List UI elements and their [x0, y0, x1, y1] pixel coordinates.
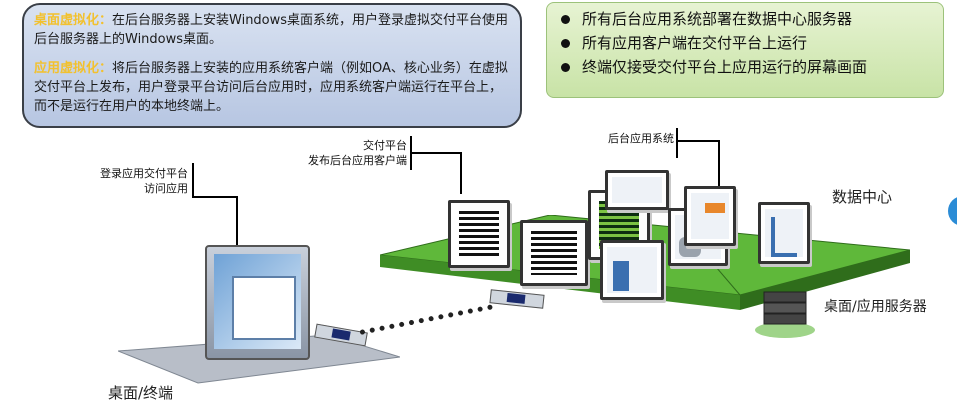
- app-virtualization-paragraph: 应用虚拟化：将后台服务器上安装的应用系统客户端（例如OA、核心业务）在虚拟交付平…: [34, 59, 510, 116]
- bullet-icon: [561, 38, 570, 48]
- login-callout: 登录应用交付平台 访问应用: [70, 166, 188, 196]
- app-window-panel: [758, 202, 810, 264]
- bullet-icon: [561, 62, 570, 72]
- edge-circle-icon: [948, 196, 957, 226]
- feature-text: 所有后台应用系统部署在数据中心服务器: [582, 10, 853, 28]
- login-callout-line2: 访问应用: [144, 182, 188, 195]
- app-window-panel: [448, 200, 510, 268]
- login-callout-line1: 登录应用交付平台: [100, 167, 188, 180]
- backend-callout: 后台应用系统: [608, 132, 674, 145]
- feature-text: 终端仅接受交付平台上应用运行的屏幕画面: [582, 58, 868, 76]
- remote-window-icon: [232, 276, 296, 340]
- app-virtualization-keyword: 应用虚拟化：: [34, 61, 113, 76]
- app-virtualization-text: 将后台服务器上安装的应用系统客户端（例如OA、核心业务）在虚拟交付平台上发布，用…: [34, 61, 508, 114]
- window-block-icon: [613, 261, 629, 291]
- login-callout-leader: [192, 196, 238, 198]
- features-box: 所有后台应用系统部署在数据中心服务器 所有应用客户端在交付平台上运行 终端仅接受…: [546, 2, 944, 98]
- features-list: 所有后台应用系统部署在数据中心服务器 所有应用客户端在交付平台上运行 终端仅接受…: [557, 7, 933, 79]
- datacenter-label: 数据中心: [832, 188, 893, 206]
- app-window-panel: [684, 186, 736, 246]
- feature-item: 终端仅接受交付平台上应用运行的屏幕画面: [557, 55, 933, 79]
- platform-callout-leader: [410, 152, 462, 154]
- login-callout-leader-down: [236, 196, 238, 246]
- app-window-content: [691, 193, 729, 239]
- router-brand: [331, 328, 351, 341]
- chart-icon: [771, 217, 797, 257]
- desktop-virtualization-keyword: 桌面虚拟化：: [34, 13, 113, 28]
- app-window-content: [459, 211, 499, 257]
- app-window-content: [531, 231, 577, 275]
- app-window-panel: [605, 170, 669, 210]
- backend-callout-bracket: [676, 128, 678, 158]
- window-block-icon: [705, 203, 725, 213]
- desktop-virtualization-paragraph: 桌面虚拟化：在后台服务器上安装Windows桌面系统，用户登录虚拟交付平台使用后…: [34, 11, 510, 49]
- bullet-icon: [561, 14, 570, 24]
- platform-callout-line1: 交付平台: [363, 139, 407, 152]
- app-window-panel: [520, 220, 588, 286]
- platform-callout-line2: 发布后台应用客户端: [308, 154, 407, 167]
- router-brand: [506, 292, 526, 304]
- backend-callout-leader: [676, 140, 720, 142]
- monitor-screen: [214, 254, 301, 349]
- server-icon: [755, 291, 815, 338]
- platform-callout: 交付平台 发布后台应用客户端: [285, 138, 407, 168]
- app-window-content: [612, 177, 662, 203]
- desktop-virtualization-text: 在后台服务器上安装Windows桌面系统，用户登录虚拟交付平台使用后台服务器上的…: [34, 13, 509, 47]
- server-label: 桌面/应用服务器: [824, 299, 927, 315]
- login-callout-bracket: [192, 163, 194, 197]
- monitor-icon: [205, 245, 310, 360]
- feature-text: 所有应用客户端在交付平台上运行: [582, 34, 808, 52]
- platform-callout-leader-down: [460, 152, 462, 194]
- app-window-panel: [600, 240, 664, 300]
- feature-item: 所有后台应用系统部署在数据中心服务器: [557, 7, 933, 31]
- virtualization-description-bubble: 桌面虚拟化：在后台服务器上安装Windows桌面系统，用户登录虚拟交付平台使用后…: [22, 3, 522, 128]
- backend-callout-leader-down: [718, 140, 720, 194]
- terminal-label: 桌面/终端: [108, 384, 174, 402]
- feature-item: 所有应用客户端在交付平台上运行: [557, 31, 933, 55]
